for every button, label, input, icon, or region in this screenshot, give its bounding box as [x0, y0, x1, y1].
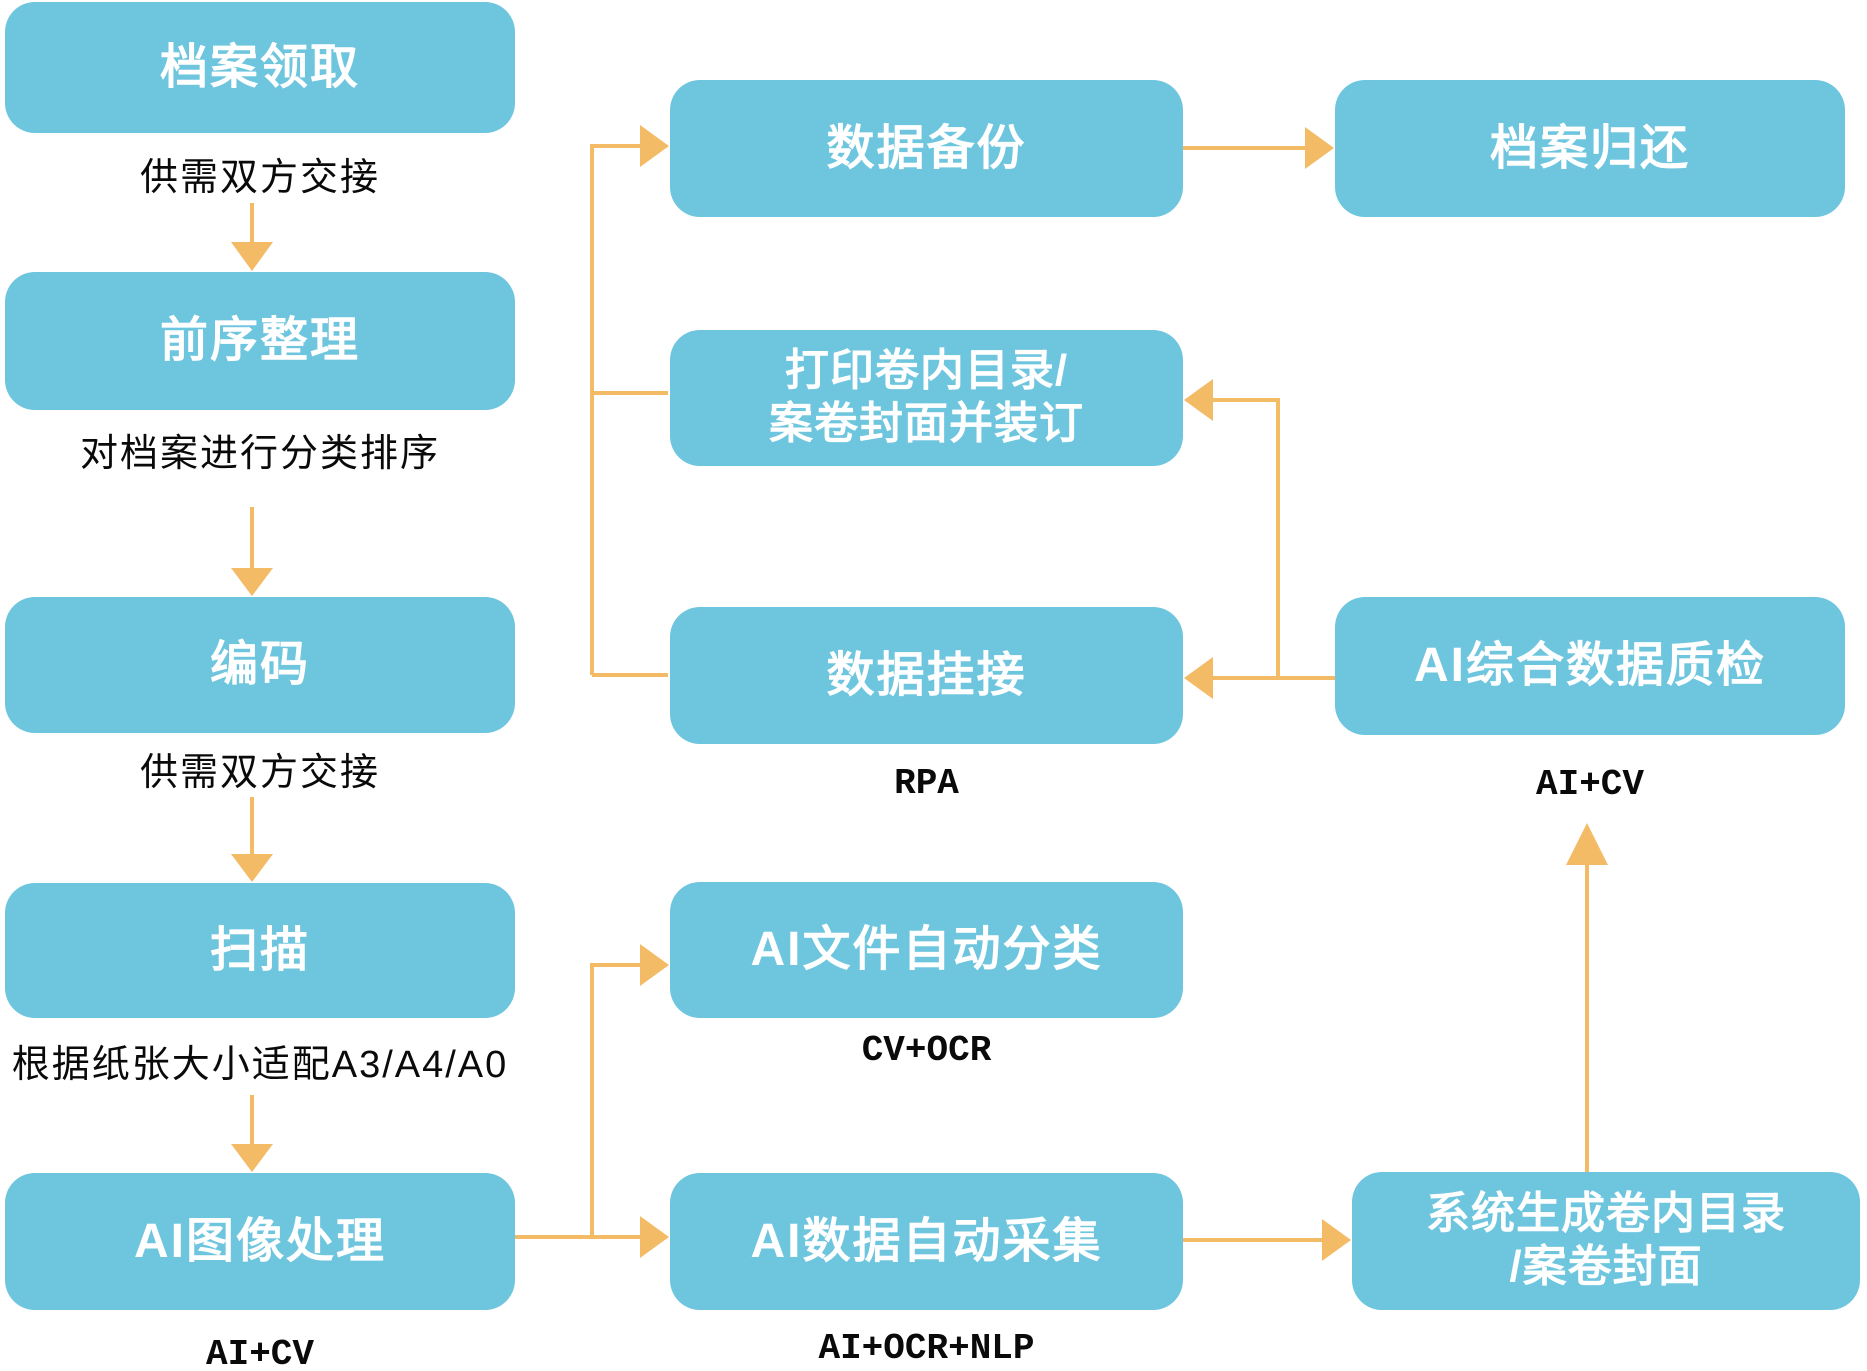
- arrowhead-into-sysgen: [1322, 1219, 1351, 1261]
- node-scanning-label: 扫描: [209, 923, 310, 977]
- node-pre-sorting-label: 前序整理: [159, 314, 360, 368]
- arrowhead-into-printbinding: [1184, 379, 1213, 421]
- node-system-generate: 系统生成卷内目录 /案卷封面: [1352, 1172, 1860, 1310]
- node-ai-image-processing: AI图像处理: [5, 1173, 515, 1310]
- caption-ai-data-collection: AI+OCR+NLP: [818, 1328, 1035, 1369]
- connector-branch-to-aiclassify: [590, 963, 640, 1237]
- node-data-mounting: 数据挂接: [670, 607, 1183, 744]
- caption-coding: 供需双方交接: [139, 752, 380, 794]
- node-data-backup-label: 数据备份: [826, 121, 1027, 175]
- node-ai-data-collection-label: AI数据自动采集: [750, 1214, 1103, 1268]
- caption-ai-quality-check: AI+CV: [1535, 764, 1645, 805]
- arrowhead-into-return: [1305, 127, 1334, 169]
- node-scanning: 扫描: [5, 883, 515, 1018]
- caption-scanning: 根据纸张大小适配A3/A4/A0: [11, 1044, 509, 1086]
- node-ai-quality-check-label: AI综合数据质检: [1413, 639, 1766, 693]
- arrowhead-down-2: [231, 568, 273, 596]
- node-print-binding: 打印卷内目录/ 案卷封面并装订: [670, 330, 1183, 466]
- arrowhead-down-4: [231, 1144, 273, 1172]
- node-print-binding-line1: 打印卷内目录/: [784, 346, 1069, 396]
- caption-ai-image-processing: AI+CV: [205, 1334, 315, 1371]
- arrowhead-into-backup: [640, 125, 669, 167]
- node-ai-file-classification: AI文件自动分类: [670, 882, 1183, 1018]
- node-ai-quality-check: AI综合数据质检: [1335, 597, 1845, 735]
- node-archive-pickup-label: 档案领取: [159, 40, 360, 94]
- node-pre-sorting: 前序整理: [5, 272, 515, 410]
- node-archive-return-label: 档案归还: [1489, 121, 1690, 175]
- node-ai-data-collection: AI数据自动采集: [670, 1173, 1183, 1310]
- node-ai-file-classification-label: AI文件自动分类: [750, 923, 1103, 977]
- node-data-mounting-label: 数据挂接: [826, 648, 1027, 702]
- node-ai-image-processing-label: AI图像处理: [133, 1214, 386, 1268]
- connector-trunk-to-backup: [590, 144, 640, 675]
- arrowhead-up-into-aiqc: [1566, 823, 1608, 865]
- node-system-generate-line2: /案卷封面: [1509, 1242, 1703, 1291]
- node-coding: 编码: [5, 597, 515, 733]
- node-archive-return: 档案归还: [1335, 80, 1845, 217]
- caption-archive-pickup: 供需双方交接: [139, 157, 380, 199]
- caption-ai-file-classification: CV+OCR: [861, 1030, 992, 1071]
- node-archive-pickup: 档案领取: [5, 2, 515, 133]
- node-print-binding-line2: 案卷封面并装订: [769, 399, 1084, 448]
- arrowhead-into-datamounting: [1184, 657, 1213, 699]
- node-coding-label: 编码: [209, 638, 310, 692]
- caption-data-mounting: RPA: [894, 763, 959, 804]
- arrowhead-into-aiclassify: [640, 944, 669, 986]
- arrowhead-down-3: [231, 854, 273, 882]
- node-data-backup: 数据备份: [670, 80, 1183, 217]
- arrowhead-down-1: [231, 242, 273, 271]
- node-system-generate-line1: 系统生成卷内目录: [1426, 1189, 1786, 1239]
- arrowhead-into-aicollect: [640, 1216, 669, 1258]
- caption-pre-sorting: 对档案进行分类排序: [79, 433, 440, 475]
- connector-branch-to-printbinding: [1213, 398, 1280, 678]
